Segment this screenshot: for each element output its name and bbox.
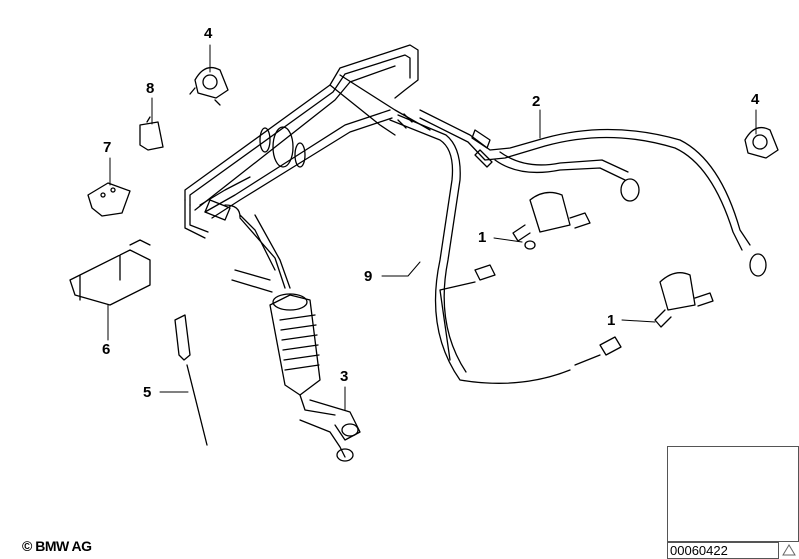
reservoir-canister: [269, 293, 361, 462]
callout-4-right: 4: [751, 91, 760, 108]
callout-8: 8: [146, 80, 155, 97]
callout-5: 5: [143, 384, 152, 401]
connectors: [439, 240, 622, 366]
washer-nozzle-upper: [512, 178, 640, 242]
callout-1-upper: 1: [478, 229, 487, 246]
leader-lines: [107, 44, 757, 411]
triangle-icon: [782, 544, 796, 556]
hose-bundle: [184, 44, 751, 384]
callout-9: 9: [364, 268, 373, 285]
callout-4-left: 4: [204, 25, 213, 42]
callout-2: 2: [532, 93, 541, 110]
clip-4-left: [189, 66, 229, 106]
callout-1-lower: 1: [607, 312, 616, 329]
grommet-7: [87, 182, 131, 217]
level-sensor-5: [174, 314, 208, 446]
callout-3: 3: [340, 368, 349, 385]
callout-7: 7: [103, 139, 112, 156]
bracket-6: [69, 239, 151, 306]
callout-6: 6: [102, 341, 111, 358]
image-code: 00060422: [667, 542, 779, 559]
copyright-notice: © BMW AG: [22, 538, 92, 554]
washer-nozzle-lower: [654, 253, 767, 328]
clip-8: [139, 116, 164, 151]
clip-4-right: [744, 126, 779, 159]
vehicle-location-inset: [667, 446, 799, 542]
